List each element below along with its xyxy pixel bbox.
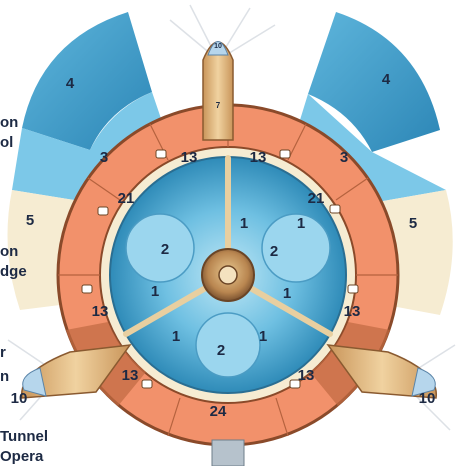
label-pier-top-tip: 10 — [214, 43, 222, 50]
side-text-6: n — [0, 368, 10, 385]
zone-mid-water-left — [12, 92, 170, 205]
pool-left — [125, 213, 195, 283]
label-outer-right: 4 — [382, 71, 391, 88]
label-top-right: 13 — [250, 149, 267, 166]
side-text-7: Tunnel — [0, 428, 49, 445]
label-upper-left: 21 — [118, 190, 135, 207]
door-icon — [97, 206, 109, 216]
label-pier-left: 10 — [11, 390, 28, 407]
label-lower-left: 13 — [122, 367, 139, 384]
label-pier-right: 10 — [419, 390, 436, 407]
side-text-8: Opera — [0, 448, 44, 465]
side-text-4: dge — [0, 263, 27, 280]
zone-outer-water-right — [308, 12, 440, 152]
zone-outer-water-left — [22, 12, 152, 150]
side-text-5: r — [0, 344, 6, 361]
door-icon — [289, 379, 301, 389]
side-text-3: on — [0, 243, 19, 260]
pier-top — [202, 41, 234, 141]
side-text-2: ol — [0, 134, 14, 151]
door-icon — [81, 284, 93, 294]
label-inner-top-left: 1 — [240, 215, 248, 232]
pier-labels: 7 10 10 10 — [11, 43, 436, 407]
pool-bottom — [195, 312, 261, 378]
label-inner-right: 1 — [283, 285, 291, 302]
label-top-left: 13 — [181, 149, 198, 166]
door-icon — [141, 379, 153, 389]
label-inner-bottom-right: 1 — [259, 328, 267, 345]
label-pool-bottom: 2 — [217, 342, 225, 359]
label-inner-left: 1 — [151, 283, 159, 300]
door-icon — [347, 284, 359, 294]
pool-right — [261, 213, 331, 283]
label-cream-right: 5 — [409, 215, 417, 232]
zone-mid-water-right — [292, 94, 446, 205]
label-pool-right: 2 — [270, 243, 278, 260]
label-inner-top-right: 1 — [297, 215, 305, 232]
label-pier-top: 7 — [216, 101, 221, 110]
label-outer-left: 4 — [66, 75, 75, 92]
label-bottom: 24 — [210, 403, 227, 420]
door-icon — [279, 149, 291, 159]
label-cream-left: 5 — [26, 212, 34, 229]
pier-left-tip — [22, 367, 47, 397]
pier-right-tip — [411, 367, 436, 397]
door-icon — [329, 204, 341, 214]
label-mid-left: 3 — [100, 149, 108, 166]
door-icon — [155, 149, 167, 159]
central-hub-core — [218, 265, 238, 285]
label-inner-bottom-left: 1 — [172, 328, 180, 345]
label-mid-right: 3 — [340, 149, 348, 166]
label-pool-left: 2 — [161, 241, 169, 258]
pier-top-tip — [207, 41, 229, 56]
tunnel-entrance — [211, 439, 245, 466]
label-upper-right: 21 — [308, 190, 325, 207]
label-side-right: 13 — [344, 303, 361, 320]
label-lower-right: 13 — [298, 367, 315, 384]
side-text-1: on — [0, 114, 19, 131]
ring-door-icons — [81, 149, 359, 389]
label-side-left: 13 — [92, 303, 109, 320]
zone-labels: 4 4 3 3 5 5 13 13 21 21 13 13 13 13 24 1… — [26, 71, 417, 420]
